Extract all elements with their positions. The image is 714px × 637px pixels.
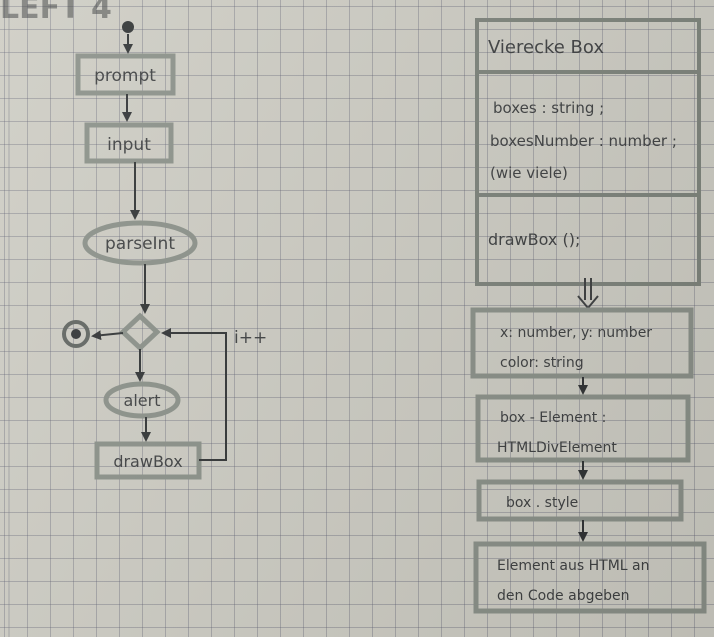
notebook-margin <box>8 0 10 637</box>
detail-steps: x: number, y: number color: string box -… <box>470 307 707 614</box>
input-label: input <box>107 135 151 155</box>
detail-step-text: color: string <box>500 355 584 371</box>
class-box: Vierecke Box boxes : string ; boxesNumbe… <box>475 18 701 286</box>
prompt-action <box>75 53 176 96</box>
class-method: drawBox (); <box>488 230 580 249</box>
detail-step-text: den Code abgeben <box>497 588 629 604</box>
activity-diagram: prompt input parseInt alert drawBox i++ <box>62 21 267 480</box>
detail-step-text: box . style <box>506 495 578 511</box>
prompt-label: prompt <box>94 66 156 86</box>
input-action <box>84 122 174 164</box>
detail-step-box <box>476 479 684 522</box>
detail-step-text: Element aus HTML an <box>497 558 649 574</box>
class-attribute: boxesNumber : number ; <box>490 132 677 150</box>
final-node-inner <box>71 329 81 339</box>
detail-step-text: box - Element : <box>500 410 606 426</box>
detail-step-box <box>473 541 707 614</box>
class-name: Vierecke Box <box>488 37 604 58</box>
initial-node <box>122 21 134 33</box>
parseint-label: parseInt <box>105 234 175 254</box>
page-title: LEFT 4 <box>0 0 112 26</box>
detail-step-box <box>475 394 691 463</box>
alert-label: alert <box>124 391 161 410</box>
loop-label: i++ <box>234 328 267 348</box>
detail-step-box <box>470 307 694 379</box>
class-attribute-note: (wie viele) <box>490 164 568 182</box>
detail-step-text: x: number, y: number <box>500 325 652 341</box>
detail-step-text: HTMLDivElement <box>497 440 617 456</box>
parseint-action <box>82 220 198 266</box>
final-node-outer <box>62 320 90 348</box>
class-box-frame <box>475 18 701 286</box>
flow-arrow-decision-final <box>91 330 124 341</box>
loop-decision-node <box>119 312 161 352</box>
drawbox-label: drawBox <box>113 452 182 471</box>
alert-action <box>103 381 181 419</box>
class-attribute: boxes : string ; <box>493 99 604 117</box>
loop-back-arrow <box>161 328 227 461</box>
